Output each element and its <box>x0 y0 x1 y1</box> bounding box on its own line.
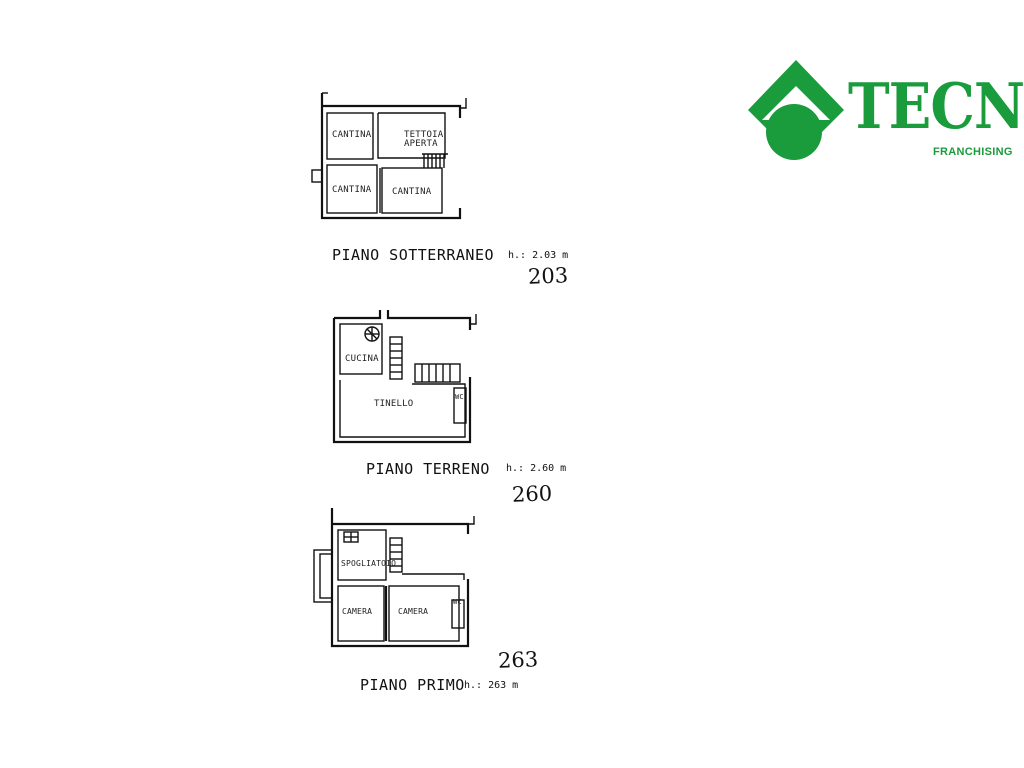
room-label: TETTOIA <box>404 130 444 140</box>
stairs-icon <box>389 537 403 573</box>
room-label: TINELLO <box>374 399 413 409</box>
floor-plan-sotterraneo-drawing: CANTINA TETTOIA APERTA CANTINA CANTINA <box>311 92 467 220</box>
fan-icon <box>343 531 359 543</box>
height-label: h.: 2.03 m <box>508 250 569 261</box>
floor-title: PIANO TERRENO <box>366 460 490 478</box>
room-label: WC <box>453 598 462 606</box>
height-label: h.: 263 m <box>464 680 519 691</box>
room-label: SPOGLIATOIO <box>341 559 396 568</box>
height-note: 260 <box>511 481 553 507</box>
height-label: h.: 2.60 m <box>506 463 567 474</box>
stairs-icon <box>389 336 461 383</box>
room-label: APERTA <box>404 139 438 149</box>
room-label: CUCINA <box>345 354 379 364</box>
floor-plan-terreno-drawing: CUCINA TINELLO WC <box>332 310 477 444</box>
room-label: CANTINA <box>392 187 432 197</box>
house-logo-icon <box>748 60 844 160</box>
height-note: 263 <box>497 647 539 673</box>
room-label: CANTINA <box>332 130 372 140</box>
room-label: CAMERA <box>398 607 428 616</box>
height-note: 203 <box>527 263 569 289</box>
floor-title: PIANO SOTTERRANEO <box>332 246 495 264</box>
room-label: CANTINA <box>332 185 372 195</box>
brand-logo: TECNOCA FRANCHISING <box>738 56 1024 166</box>
floor-plan-sotterraneo: CANTINA TETTOIA APERTA CANTINA CANTINA <box>300 88 480 228</box>
room-label: WC <box>455 393 464 401</box>
brand-name: TECNOCA <box>848 70 1024 144</box>
floor-plan-terreno: CUCINA TINELLO WC <box>320 302 490 447</box>
floor-title: PIANO PRIMO <box>360 676 465 694</box>
floor-plan-primo: SPOGLIATOIO CAMERA CAMERA WC <box>306 504 486 654</box>
spiral-stair-icon <box>364 326 380 342</box>
brand-subtitle: FRANCHISING <box>933 146 1013 158</box>
floor-plan-primo-drawing: SPOGLIATOIO CAMERA CAMERA WC <box>313 508 475 648</box>
stairs-icon <box>422 153 448 168</box>
room-label: CAMERA <box>342 607 372 616</box>
